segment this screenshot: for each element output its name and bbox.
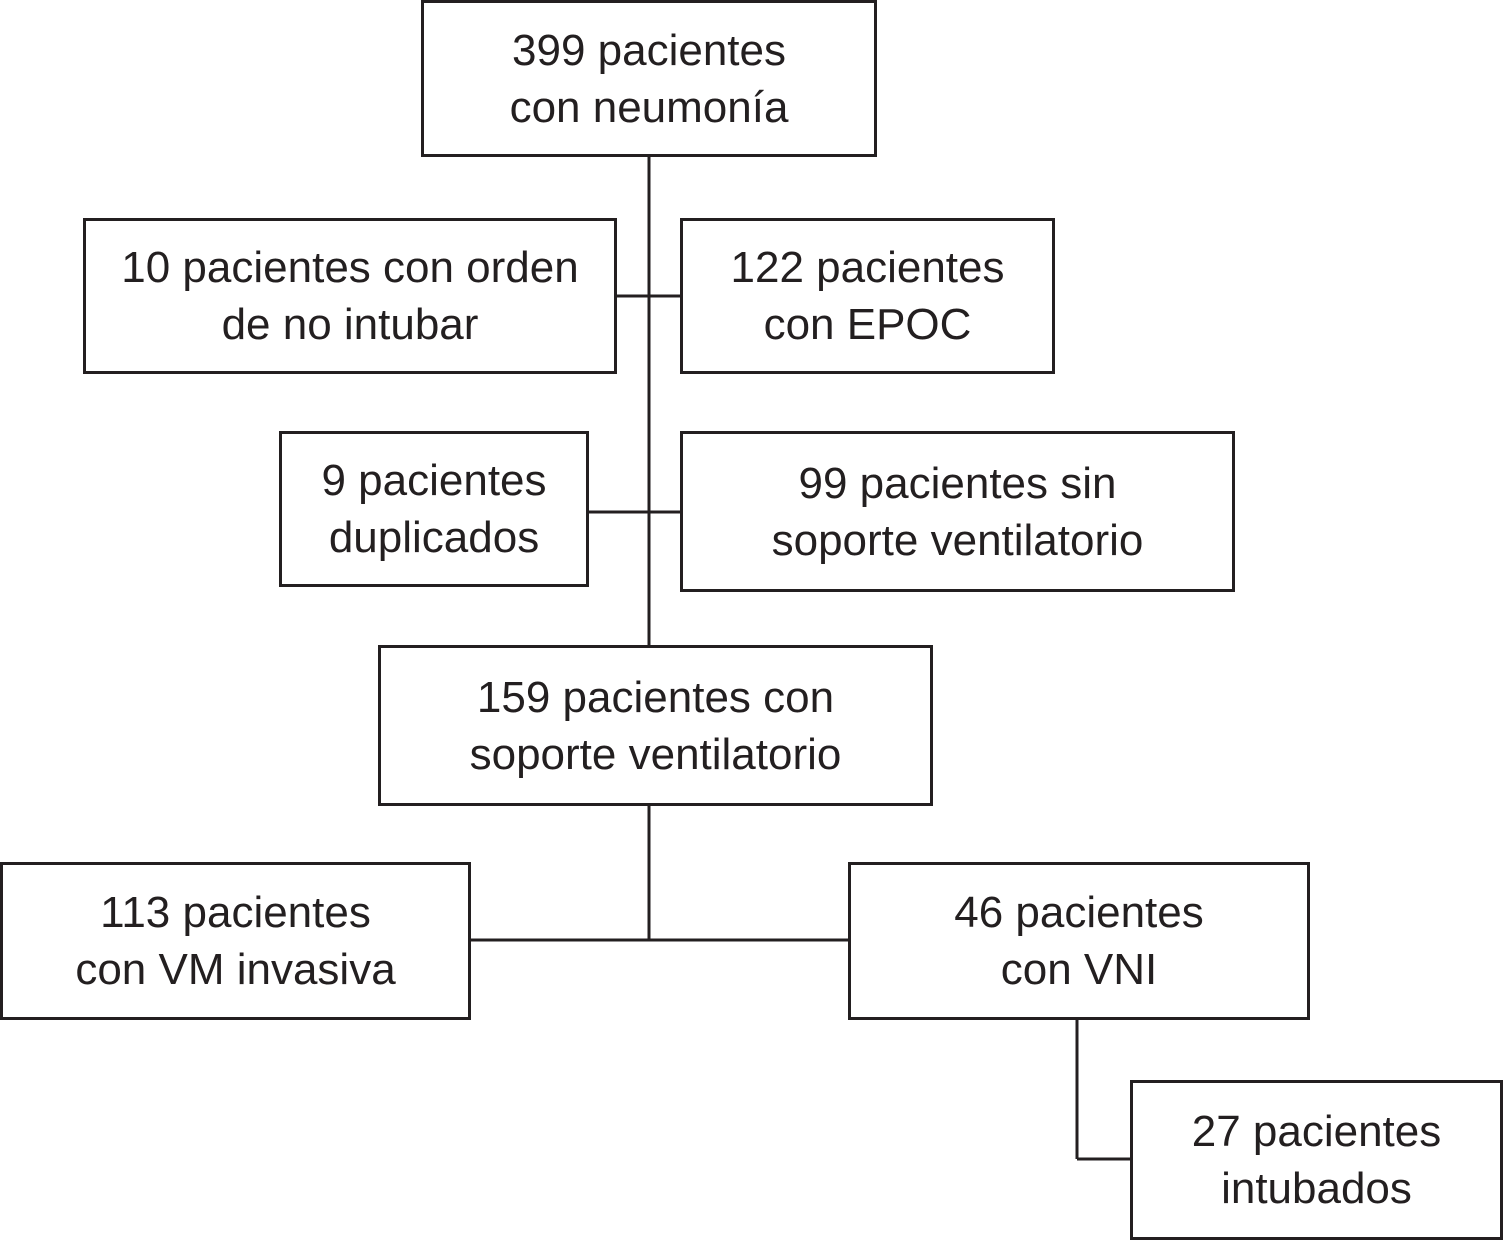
ventilatory-support-box: 159 pacientes con soporte ventilatorio [378,645,933,806]
invasive-desc: con VM invasiva [75,945,396,994]
total-patients-desc: con neumonía [509,82,789,132]
support-desc: soporte ventilatorio [469,729,842,779]
niv-count: 46 pacientes [954,888,1204,937]
copd-patients-box: 122 pacientes con EPOC [680,218,1055,374]
support-count: 159 pacientes con [476,672,835,722]
duplicate-desc: duplicados [328,513,540,562]
no-intubate-desc: de no intubar [221,300,479,349]
intubated-count: 27 pacientes [1191,1107,1442,1156]
intubated-desc: intubados [1221,1164,1412,1213]
copd-count: 122 pacientes [730,243,1005,292]
invasive-count: 113 pacientes [100,888,371,937]
duplicate-patients-box: 9 pacientes duplicados [279,431,589,587]
duplicate-count: 9 pacientes [321,456,547,505]
no-support-count: 99 pacientes sin [798,458,1117,508]
total-patients-count: 399 pacientes [512,25,786,75]
copd-desc: con EPOC [763,300,972,349]
no-support-desc: soporte ventilatorio [771,515,1144,565]
intubated-patients-box: 27 pacientes intubados [1130,1080,1503,1240]
invasive-ventilation-box: 113 pacientes con VM invasiva [0,862,471,1020]
no-intubate-order-box: 10 pacientes con orden de no intubar [83,218,617,374]
niv-desc: con VNI [1000,945,1158,994]
no-ventilatory-support-box: 99 pacientes sin soporte ventilatorio [680,431,1235,592]
no-intubate-count: 10 pacientes con orden [121,243,579,292]
total-patients-box: 399 pacientes con neumonía [421,0,877,157]
niv-box: 46 pacientes con VNI [848,862,1310,1020]
